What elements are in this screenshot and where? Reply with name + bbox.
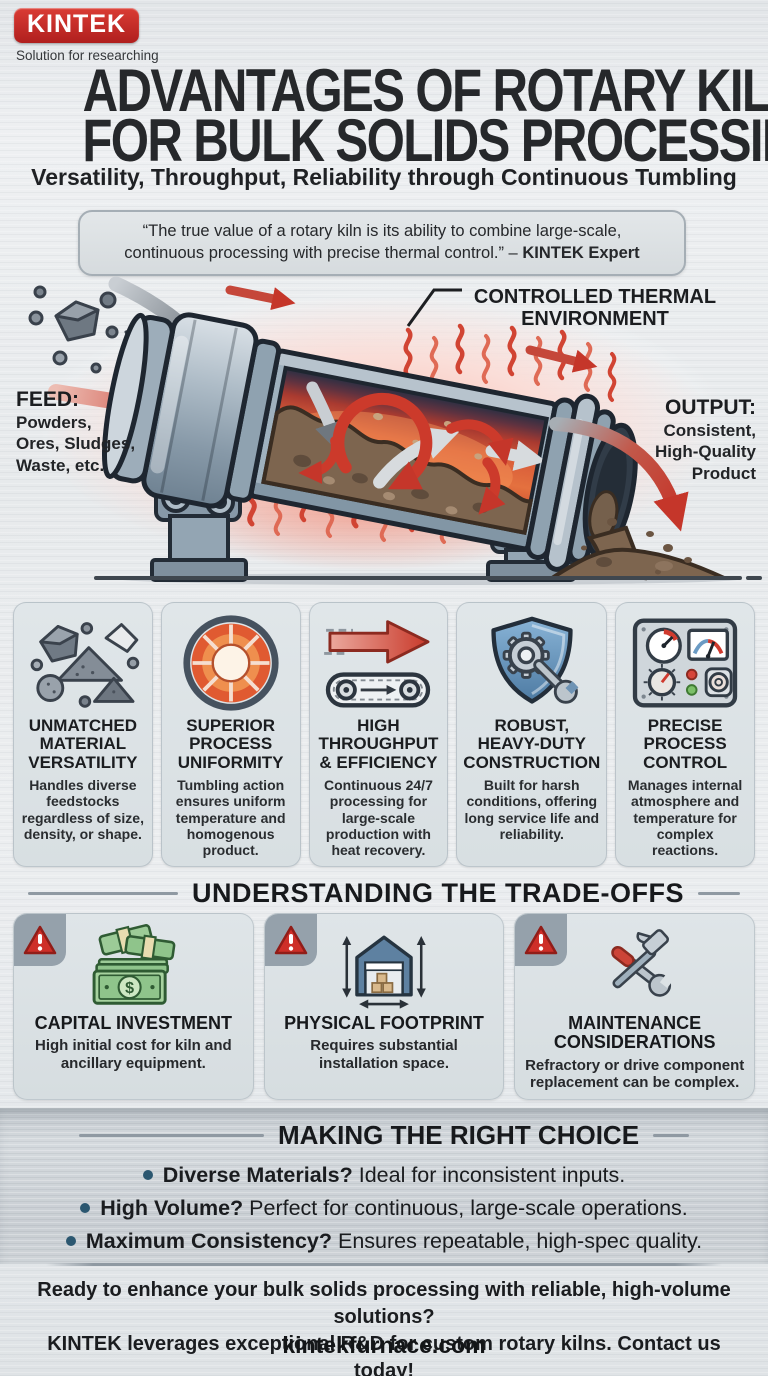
thermal-environment-label: CONTROLLED THERMAL ENVIRONMENT xyxy=(473,286,717,330)
kintek-logo: KINTEK xyxy=(14,8,140,43)
choice-section: MAKING THE RIGHT CHOICE Diverse Material… xyxy=(0,1108,768,1264)
advantage-card-throughput: HIGH THROUGHPUT & EFFICIENCY Continuous … xyxy=(308,602,449,868)
bullet-dot-icon xyxy=(80,1203,91,1213)
warning-icon xyxy=(525,925,558,955)
divider-line xyxy=(78,1134,264,1137)
tradeoff-body: High initial cost for kiln and ancillary… xyxy=(34,1037,232,1072)
warning-tab xyxy=(264,914,317,966)
kiln-body xyxy=(101,312,638,572)
divider-line xyxy=(28,892,178,895)
rotary-kiln-illustration xyxy=(28,276,762,585)
footer-divider xyxy=(46,1263,722,1266)
circulation-arrows xyxy=(298,381,547,515)
advantage-body: Handles diverse feedstocks regardless of… xyxy=(21,777,144,842)
tradeoff-title: CAPITAL INVESTMENT xyxy=(34,1013,232,1033)
advantage-body: Tumbling action ensures uniform temperat… xyxy=(175,777,286,859)
tradeoff-card-footprint: PHYSICAL FOOTPRINT Requires substantial … xyxy=(263,913,505,1101)
footer-cta: Ready to enhance your bulk solids proces… xyxy=(37,1279,731,1376)
quote-attribution: KINTEK Expert xyxy=(522,243,640,262)
advantage-card-construction: ROBUST, HEAVY-DUTY CONSTRUCTION Built fo… xyxy=(456,602,608,868)
advantage-card-control: PRECISE PROCESS CONTROL Manages internal… xyxy=(615,602,755,868)
thermal-pointer-line xyxy=(406,288,462,327)
shield-gear-wrench-icon xyxy=(463,613,600,713)
svg-text:$: $ xyxy=(125,979,134,997)
tradeoff-body: Refractory or drive component replacemen… xyxy=(525,1056,745,1092)
advantage-body: Built for harsh conditions, offering lon… xyxy=(464,777,600,842)
advantage-card-versatility: UNMATCHED MATERIAL VERSATILITY Handles d… xyxy=(13,602,153,868)
page-title: ADVANTAGES OF ROTARY KILNS FOR BULK SOLI… xyxy=(0,57,768,174)
title-line-2: FOR BULK SOLIDS PROCESSING xyxy=(82,107,768,174)
choice-heading: MAKING THE RIGHT CHOICE xyxy=(0,1120,768,1151)
warning-icon xyxy=(274,925,307,955)
tradeoff-title: PHYSICAL FOOTPRINT xyxy=(284,1013,484,1033)
choice-bullets: Diverse Materials? Ideal for inconsisten… xyxy=(0,1160,768,1256)
choice-bullet: Maximum Consistency? Ensures repeatable,… xyxy=(0,1226,768,1256)
advantages-row: UNMATCHED MATERIAL VERSATILITY Handles d… xyxy=(13,602,755,868)
website-url[interactable]: kintekfurnace.com xyxy=(282,1332,486,1358)
kiln-cross-section-icon xyxy=(168,613,294,713)
control-panel-icon xyxy=(622,613,748,713)
bullet-dot-icon xyxy=(142,1170,153,1180)
advantage-card-uniformity: SUPERIOR PROCESS UNIFORMITY Tumbling act… xyxy=(160,602,301,868)
money-stack-icon: $ xyxy=(22,922,245,1010)
output-label: OUTPUT: Consistent, High-Quality Product xyxy=(654,396,756,483)
advantage-title: UNMATCHED MATERIAL VERSATILITY xyxy=(28,716,138,772)
rocks-icon xyxy=(20,613,146,713)
tradeoff-body: Requires substantial installation space. xyxy=(310,1037,458,1072)
choice-bullet: Diverse Materials? Ideal for inconsisten… xyxy=(0,1160,768,1190)
logo-text: KINTEK xyxy=(27,10,127,38)
advantage-body: Continuous 24/7 processing for large-sca… xyxy=(323,777,433,859)
advantage-title: PRECISE PROCESS CONTROL xyxy=(643,716,728,772)
warehouse-dimensions-icon xyxy=(273,922,496,1010)
wrench-hammer-icon xyxy=(523,922,746,1010)
flow-arrow-right xyxy=(525,345,598,373)
divider-line xyxy=(653,1134,690,1137)
conveyor-arrow-icon xyxy=(316,613,442,713)
advantage-title: SUPERIOR PROCESS UNIFORMITY xyxy=(177,716,284,772)
warning-icon xyxy=(23,925,57,955)
flow-arrow-left xyxy=(225,285,296,311)
brand-tagline: Solution for researching xyxy=(16,48,159,63)
tradeoffs-heading: UNDERSTANDING THE TRADE-OFFS xyxy=(0,878,768,909)
tradeoffs-row: $ CAPITAL INVESTMENT High initial cost f… xyxy=(13,913,756,1101)
page-subtitle: Versatility, Throughput, Reliability thr… xyxy=(31,164,737,190)
warning-tab xyxy=(14,914,66,966)
choice-bullet: High Volume? Perfect for continuous, lar… xyxy=(0,1193,768,1223)
advantage-title: HIGH THROUGHPUT & EFFICIENCY xyxy=(318,716,439,772)
feed-label: FEED: Powders, Ores, Sludges, Waste, etc… xyxy=(16,388,136,475)
tradeoff-card-maintenance: MAINTENANCE CONSIDERATIONS Refractory or… xyxy=(514,913,756,1101)
advantage-title: ROBUST, HEAVY-DUTY CONSTRUCTION xyxy=(463,716,601,772)
output-arrow xyxy=(549,417,689,532)
advantage-body: Manages internal atmosphere and temperat… xyxy=(627,777,743,859)
rotary-kiln-diagram: CONTROLLED THERMAL ENVIRONMENT FEED: Pow… xyxy=(0,276,768,602)
expert-quote: “The true value of a rotary kiln is its … xyxy=(78,210,686,276)
title-line-1: ADVANTAGES OF ROTARY KILNS xyxy=(82,57,768,124)
bullet-dot-icon xyxy=(65,1236,76,1246)
divider-line xyxy=(697,892,740,895)
tradeoff-title: MAINTENANCE CONSIDERATIONS xyxy=(553,1013,716,1053)
tradeoff-card-capital: $ CAPITAL INVESTMENT High initial cost f… xyxy=(13,913,254,1101)
warning-tab xyxy=(515,914,568,966)
quote-text: “The true value of a rotary kiln is its … xyxy=(124,222,622,262)
output-material xyxy=(545,518,725,581)
